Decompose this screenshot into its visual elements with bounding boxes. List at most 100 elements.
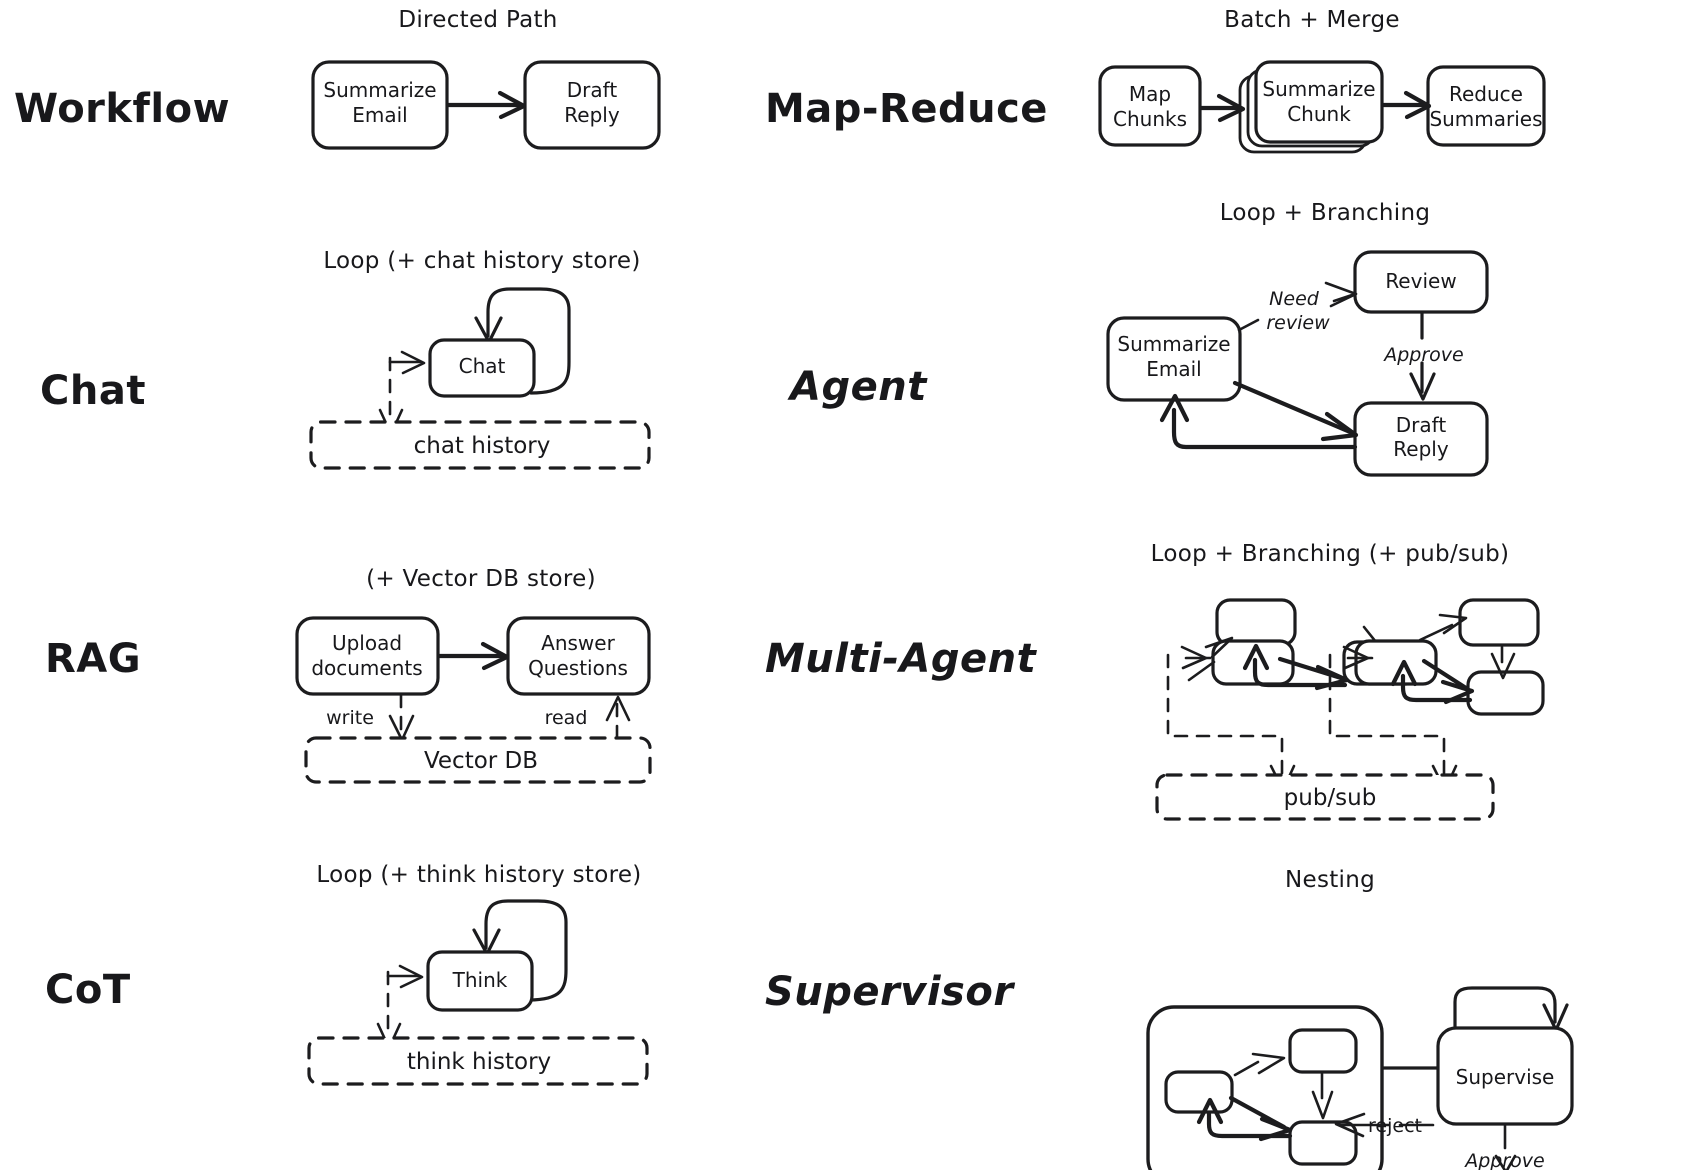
- node-answer-questions[interactable]: Answer Questions: [506, 616, 651, 696]
- caption-map-reduce: Batch + Merge: [1224, 7, 1400, 33]
- store-label: Vector DB: [424, 748, 538, 774]
- edge-supervisor-approve: Approve: [1463, 1123, 1545, 1170]
- store-label: think history: [407, 1049, 551, 1075]
- row-label-rag: RAG: [45, 636, 141, 682]
- edge-need-review: Need review: [1237, 281, 1358, 334]
- caption-workflow: Directed Path: [398, 7, 557, 33]
- edge-ma-right-right-feedback: [1390, 659, 1473, 703]
- node-supervise[interactable]: Supervise: [1436, 1026, 1574, 1126]
- edge-map-to-summarize: [1198, 93, 1246, 123]
- edge-sup-bottom-feedback: [1196, 1097, 1293, 1139]
- node-line-1: Summarize: [323, 78, 436, 102]
- caption-supervisor: Nesting: [1285, 867, 1375, 893]
- edge-write: write: [326, 693, 415, 742]
- node-line-1: Map: [1129, 82, 1171, 106]
- node-summarize-email[interactable]: Summarize Email: [311, 60, 449, 150]
- row-label-multi-agent: Multi-Agent: [765, 636, 1038, 682]
- edge-ma-right-top-to-right: [1490, 645, 1516, 680]
- edge-ma-right-main-to-top: [1418, 613, 1468, 642]
- edge-reject: reject: [1334, 1112, 1435, 1138]
- edge-summarize-to-reduce: [1380, 90, 1432, 120]
- store-vector-db[interactable]: Vector DB: [304, 736, 652, 784]
- node-sup-sub-top[interactable]: [1288, 1028, 1358, 1074]
- node-agent-summarize-email[interactable]: Summarize Email: [1106, 316, 1242, 402]
- node-line-2: Chunks: [1113, 107, 1187, 131]
- node-line-2: Email: [1146, 357, 1202, 381]
- pattern-multi-agent: Multi-Agent Loop + Branching (+ pub/sub): [765, 541, 1545, 821]
- node-draft-reply[interactable]: Draft Reply: [523, 60, 661, 150]
- node-chat[interactable]: Chat: [428, 338, 536, 398]
- edge-sup-left-to-top: [1233, 1052, 1286, 1077]
- node-line-1: Think: [452, 968, 508, 992]
- edge-draft-feedback: [1159, 393, 1358, 450]
- node-line-1: Draft: [567, 78, 618, 102]
- node-agent-draft-reply[interactable]: Draft Reply: [1353, 401, 1489, 477]
- store-think-history[interactable]: think history: [307, 1036, 649, 1086]
- pattern-chat: Chat Loop (+ chat history store) Chat ch…: [40, 248, 651, 470]
- node-line-2: Reply: [1393, 437, 1449, 461]
- store-label: pub/sub: [1284, 785, 1377, 811]
- node-line-2: Email: [352, 103, 408, 127]
- pattern-cot: CoT Loop (+ think history store) Think t…: [45, 862, 649, 1086]
- edge-summarize-to-draft: [445, 90, 527, 120]
- caption-chat: Loop (+ chat history store): [323, 248, 640, 274]
- edge-label-approve: Approve: [1463, 1150, 1545, 1170]
- node-think[interactable]: Think: [426, 950, 534, 1012]
- multi-agent-cluster-left: [1166, 598, 1421, 792]
- row-label-supervisor: Supervisor: [765, 969, 1015, 1015]
- node-reduce-summaries[interactable]: Reduce Summaries: [1426, 65, 1546, 147]
- node-line-2: Questions: [528, 656, 628, 680]
- edge-label-write: write: [326, 707, 374, 729]
- node-line-1: Upload: [332, 631, 402, 655]
- multi-agent-cluster-right: [1328, 598, 1545, 792]
- caption-multi-agent: Loop + Branching (+ pub/sub): [1151, 541, 1510, 567]
- node-sup-sub-bottom[interactable]: [1288, 1120, 1358, 1166]
- edge-summarize-to-draft-reply: [1232, 380, 1359, 442]
- row-label-chat: Chat: [40, 368, 146, 414]
- edge-label-reject: reject: [1368, 1115, 1422, 1137]
- node-ma-right-top[interactable]: [1458, 598, 1540, 647]
- node-upload-documents[interactable]: Upload documents: [295, 616, 440, 696]
- node-line-1: Summarize: [1117, 332, 1230, 356]
- node-agent-review[interactable]: Review: [1353, 250, 1489, 314]
- node-line-2: documents: [311, 656, 422, 680]
- row-label-cot: CoT: [45, 967, 131, 1013]
- edge-upload-to-answer: [436, 641, 510, 671]
- pattern-rag: RAG (+ Vector DB store) Upload documents…: [45, 566, 652, 784]
- store-chat-history[interactable]: chat history: [309, 420, 651, 470]
- node-line-1: Chat: [459, 354, 506, 378]
- pattern-agent: Agent Loop + Branching Summarize Email R…: [787, 200, 1489, 477]
- edge-label-need-review-line1: Need: [1269, 288, 1320, 310]
- pattern-supervisor: Supervisor Nesting: [765, 867, 1574, 1170]
- edge-sup-top-to-bottom: [1311, 1072, 1334, 1120]
- edge-label-read: read: [545, 707, 588, 729]
- caption-rag: (+ Vector DB store): [366, 566, 596, 592]
- node-line-1: Draft: [1396, 413, 1447, 437]
- edge-label-approve: Approve: [1382, 344, 1464, 366]
- node-line-2: Summaries: [1429, 107, 1542, 131]
- edge-ma-left-right-feedback: [1242, 643, 1348, 688]
- edge-think-store-loop: [376, 964, 424, 1050]
- store-label: chat history: [414, 433, 551, 459]
- edge-read: read: [545, 695, 631, 740]
- node-ma-right-right[interactable]: [1466, 670, 1545, 716]
- node-line-1: Answer: [541, 631, 615, 655]
- row-label-map-reduce: Map-Reduce: [765, 86, 1048, 132]
- caption-cot: Loop (+ think history store): [316, 862, 641, 888]
- pattern-workflow: Workflow Directed Path Summarize Email D…: [14, 7, 661, 150]
- node-line-1: Review: [1385, 269, 1456, 293]
- edge-approve: Approve: [1382, 311, 1464, 401]
- row-label-workflow: Workflow: [14, 86, 230, 132]
- node-line-2: Chunk: [1287, 102, 1351, 126]
- node-sup-sub-left[interactable]: [1164, 1070, 1234, 1114]
- edge-ma-left-main-to-top: [1187, 636, 1234, 682]
- store-pub-sub[interactable]: pub/sub: [1155, 773, 1495, 821]
- node-line-1: Supervise: [1456, 1065, 1555, 1089]
- row-label-agent: Agent: [787, 364, 928, 410]
- node-line-1: Reduce: [1449, 82, 1523, 106]
- node-summarize-chunk-stack[interactable]: Summarize Chunk: [1238, 60, 1384, 154]
- pattern-map-reduce: Map-Reduce Batch + Merge Map Chunks Summ…: [765, 7, 1546, 154]
- node-map-chunks[interactable]: Map Chunks: [1098, 65, 1202, 147]
